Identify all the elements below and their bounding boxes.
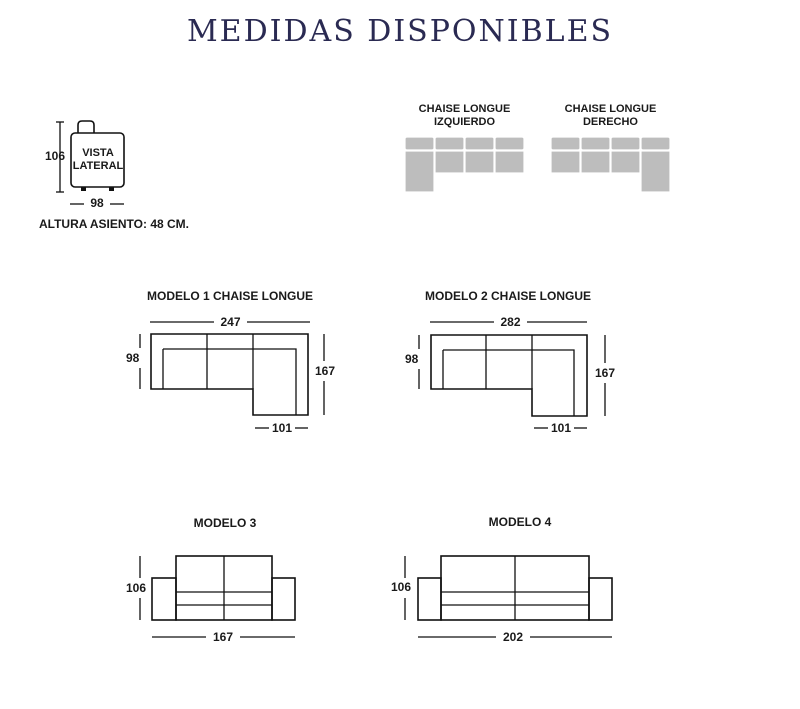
modelo-3-label: MODELO 3 (193, 516, 257, 530)
seat-height-note: ALTURA ASIENTO: 48 CM. (39, 217, 190, 231)
chaise-right-icon (550, 136, 671, 193)
modelo-1-chaise-width: 101 (271, 421, 293, 435)
side-width-value: 98 (90, 196, 104, 210)
modelo-1-diagram (139, 321, 325, 429)
modelo-3-width: 167 (212, 630, 234, 644)
modelo-2-diagram (418, 321, 606, 429)
modelo-1-width: 247 (220, 315, 241, 329)
modelo-2-depth: 98 (405, 352, 419, 366)
chaise-left-label-2: IZQUIERDO (433, 116, 496, 128)
modelo-3-diagram (139, 555, 296, 638)
side-view-diagram (56, 120, 125, 205)
modelo-4-label: MODELO 4 (488, 515, 552, 529)
side-height-value: 106 (45, 149, 66, 163)
modelo-1-chaise-length: 167 (315, 364, 336, 378)
chaise-right-label-2: DERECHO (582, 116, 638, 128)
chaise-right-label-1: CHAISE LONGUE (564, 103, 657, 115)
chaise-left-label-1: CHAISE LONGUE (418, 103, 511, 115)
modelo-4-diagram (404, 555, 613, 638)
modelo-2-label: MODELO 2 CHAISE LONGUE (424, 289, 591, 303)
side-body-shape (70, 132, 125, 188)
chaise-left-icon (404, 136, 525, 193)
modelo-2-chaise-length: 167 (595, 366, 616, 380)
modelo-3-height: 106 (126, 581, 147, 595)
modelo-4-height: 106 (391, 580, 412, 594)
page-title: MEDIDAS DISPONIBLES (186, 14, 614, 49)
modelo-2-chaise-width: 101 (550, 421, 572, 435)
modelo-1-label: MODELO 1 CHAISE LONGUE (146, 289, 313, 303)
modelo-4-width: 202 (502, 630, 524, 644)
side-backrest-shape (77, 120, 95, 133)
modelo-2-width: 282 (500, 315, 521, 329)
side-view-label: VISTA LATERAL (72, 147, 124, 172)
modelo-1-depth: 98 (126, 351, 140, 365)
